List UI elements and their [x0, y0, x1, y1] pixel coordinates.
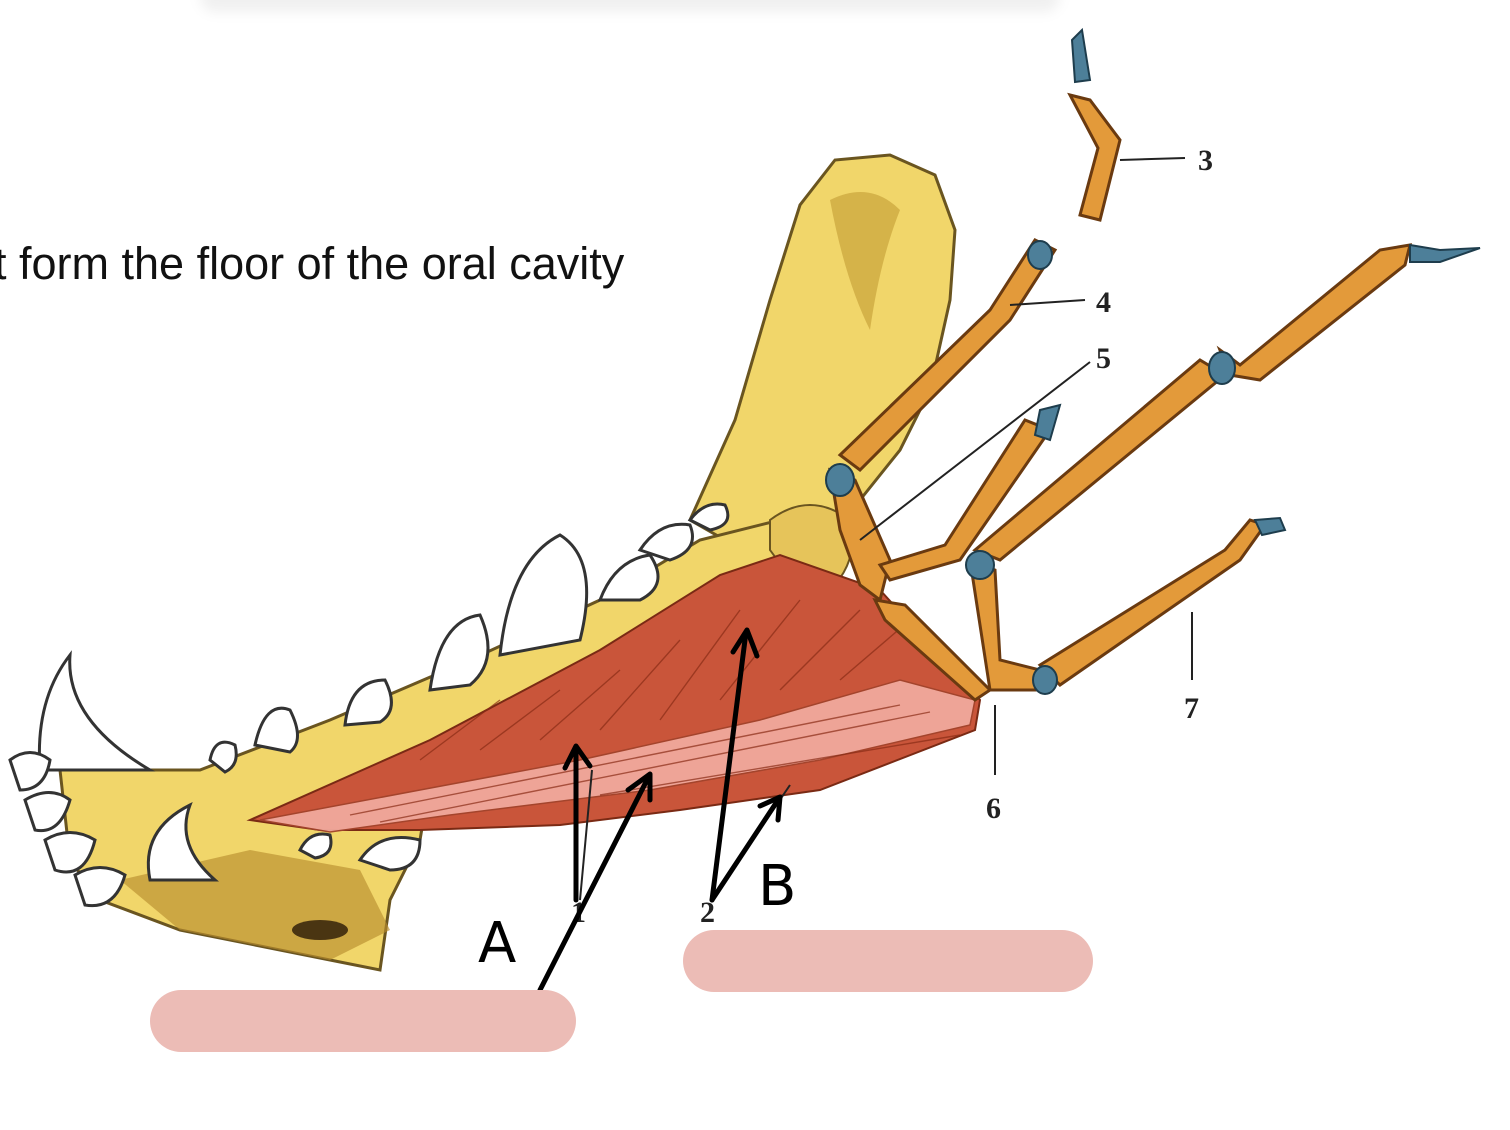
label-4: 4	[1096, 286, 1111, 319]
premolar-3	[343, 678, 393, 727]
joint-5	[1032, 665, 1058, 695]
answer-box-a[interactable]	[150, 990, 576, 1052]
molar-3	[637, 522, 694, 562]
joint-1	[1027, 240, 1053, 270]
incisor-3	[43, 831, 97, 874]
thyrohyoid-upper	[1216, 243, 1413, 382]
muscles	[246, 553, 982, 833]
inner-hyoid	[877, 418, 1053, 582]
molar-4	[687, 502, 730, 532]
premolar-1	[208, 740, 238, 774]
incisor-4	[73, 866, 127, 908]
label-7: 7	[1184, 692, 1199, 725]
canine-tooth	[37, 650, 156, 772]
cartilage-tip-top	[1070, 27, 1092, 84]
cartilage-tips	[825, 27, 1481, 695]
arrow-b-vertical	[709, 629, 749, 903]
label-6: 6	[986, 792, 1001, 825]
arrow-b-diagonal-head	[757, 794, 783, 823]
joint-3	[1208, 351, 1236, 385]
mental-foramen	[292, 920, 348, 940]
label-2: 2	[700, 896, 715, 929]
joint-4	[965, 550, 995, 580]
arrow-a-vertical-head	[562, 743, 593, 771]
molar-1	[498, 533, 589, 657]
mandible	[58, 153, 957, 972]
arrow-a-diagonal-head	[625, 771, 653, 803]
cartilage-tip-right	[1409, 243, 1481, 263]
handwritten-label-b: B	[758, 854, 796, 919]
hyoid-apparatus	[828, 92, 1413, 702]
incisor-2	[23, 791, 72, 833]
arrow-a-diagonal	[537, 775, 651, 993]
question-text: t form the floor of the oral cavity	[0, 238, 625, 289]
label-3: 3	[1198, 144, 1213, 177]
lower-tooth-b	[357, 836, 422, 872]
cartilage-tip-mid	[1033, 403, 1062, 442]
epihyoid	[837, 238, 1058, 472]
stylohyoid	[1067, 92, 1122, 222]
coronoid-shading	[830, 192, 900, 330]
handwritten-arrows	[537, 627, 783, 993]
mandible-ramus	[688, 153, 957, 562]
teeth	[8, 502, 730, 908]
lower-tooth-a	[298, 832, 333, 860]
cartilage-tip-lower	[1253, 516, 1287, 537]
premolar-4	[428, 613, 490, 692]
label-5: 5	[1096, 342, 1111, 375]
answer-box-b[interactable]	[683, 930, 1093, 992]
muscle-fibers	[349, 599, 961, 823]
top-shadow	[200, 0, 1060, 12]
handwritten-label-a: A	[478, 911, 516, 976]
geniohyoid-muscle	[259, 679, 976, 833]
joint-2	[825, 463, 855, 497]
arrow-b-diagonal	[709, 797, 781, 903]
thyrohyoid-arm	[1037, 518, 1268, 687]
premolar-2	[253, 706, 299, 754]
molar-2	[597, 553, 660, 602]
basihyoid	[872, 598, 993, 702]
arrow-b-vertical-head	[730, 627, 760, 659]
incisor-1	[8, 751, 52, 792]
lower-canine	[146, 801, 219, 882]
